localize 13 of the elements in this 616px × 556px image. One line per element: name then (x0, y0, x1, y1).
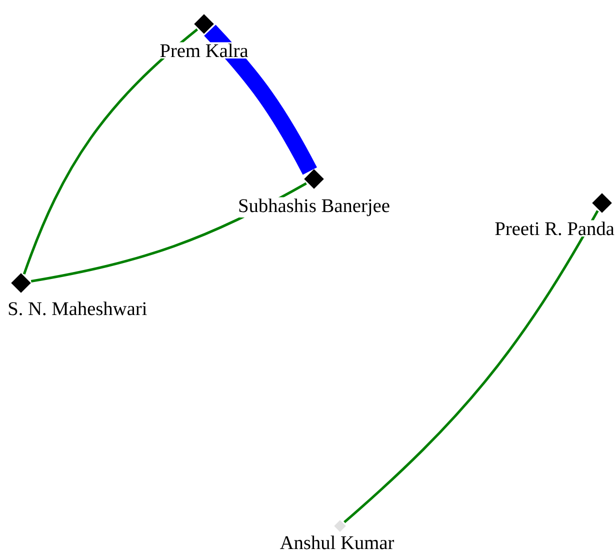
diamond-marker (11, 273, 31, 293)
diamond-marker (304, 169, 324, 189)
node-label: Anshul Kumar (278, 534, 396, 551)
connector (22, 28, 198, 275)
node-label: Preeti R. Panda (493, 220, 616, 237)
diamond-marker (334, 520, 346, 532)
node-label: S. N. Maheshwari (6, 300, 149, 317)
node-label: Prem Kalra (158, 42, 250, 59)
diamond-marker (194, 14, 214, 34)
connector (204, 24, 317, 175)
connector (344, 210, 599, 524)
node-label: Subhashis Banerjee (236, 197, 392, 218)
diamond-marker (592, 193, 612, 213)
